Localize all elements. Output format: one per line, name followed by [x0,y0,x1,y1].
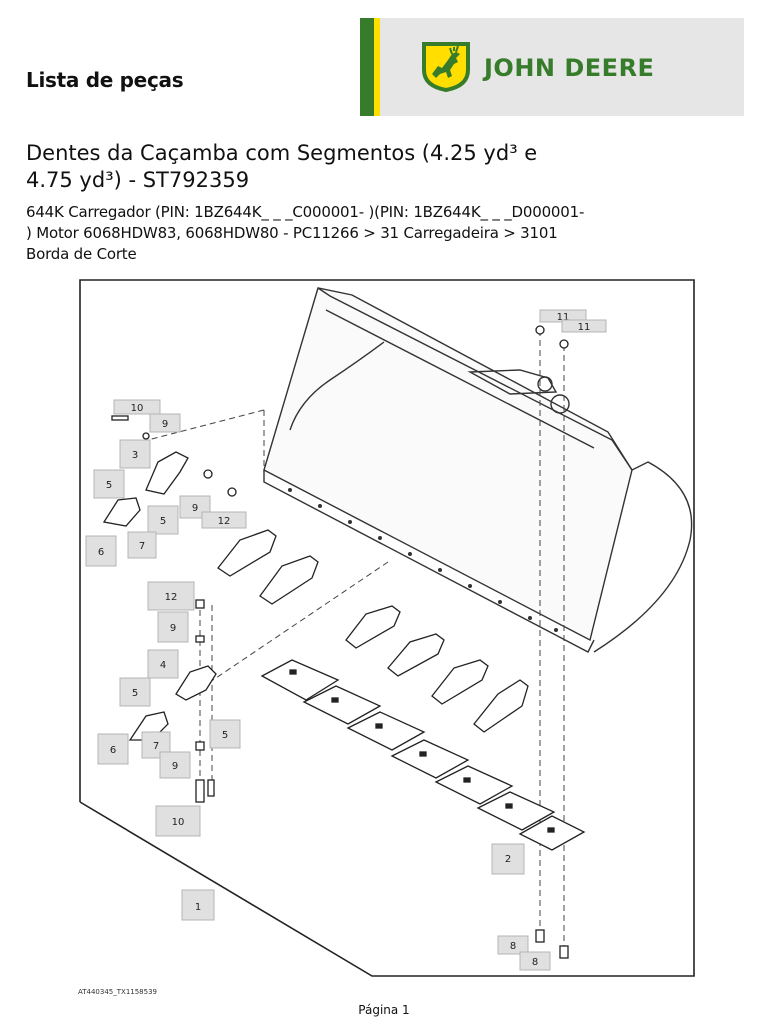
yellow-stripe [374,18,380,116]
svg-text:5: 5 [106,480,112,491]
svg-text:7: 7 [153,741,159,752]
svg-text:4: 4 [160,660,166,671]
bucket-illustration [263,287,693,653]
adapter-parts [102,325,569,959]
svg-text:10: 10 [131,403,144,414]
svg-text:9: 9 [172,761,178,772]
svg-text:8: 8 [510,941,516,952]
svg-text:1: 1 [195,902,201,913]
document-subtitle: 644K Carregador (PIN: 1BZ644K_ _ _C00000… [26,203,585,263]
page-heading: Lista de peças [26,68,184,92]
svg-text:12: 12 [165,592,178,603]
svg-text:7: 7 [139,541,145,552]
bucket-bolt-holes [288,488,558,632]
page-number: Página 1 [358,1003,410,1017]
svg-text:11: 11 [557,312,570,323]
svg-text:6: 6 [98,547,104,558]
svg-text:3: 3 [132,450,138,461]
brand-banner: JOHN DEERE [360,18,744,116]
callout-labels: 1 2 3 4 5 5 5 5 6 6 7 7 8 8 9 9 9 9 10 1… [85,309,607,971]
exploded-parts-diagram: 1 2 3 4 5 5 5 5 6 6 7 7 8 8 9 9 9 9 10 1… [79,279,695,977]
svg-text:8: 8 [532,957,538,968]
svg-text:2: 2 [505,854,511,865]
figure-id: AT440345_TX1158539 [78,988,157,996]
deer-logo-icon [422,42,470,92]
svg-text:9: 9 [170,623,176,634]
svg-text:5: 5 [132,688,138,699]
svg-text:9: 9 [162,419,168,430]
svg-text:12: 12 [218,516,231,527]
svg-text:5: 5 [160,516,166,527]
green-stripe [360,18,374,116]
brand-wordmark: JOHN DEERE [484,54,655,82]
svg-text:9: 9 [192,503,198,514]
svg-text:11: 11 [578,322,591,333]
bucket-teeth [217,529,529,733]
svg-text:10: 10 [172,817,185,828]
svg-text:5: 5 [222,730,228,741]
edge-segments [260,659,586,851]
svg-text:6: 6 [110,745,116,756]
document-title: Dentes da Caçamba com Segmentos (4.25 yd… [26,141,538,192]
